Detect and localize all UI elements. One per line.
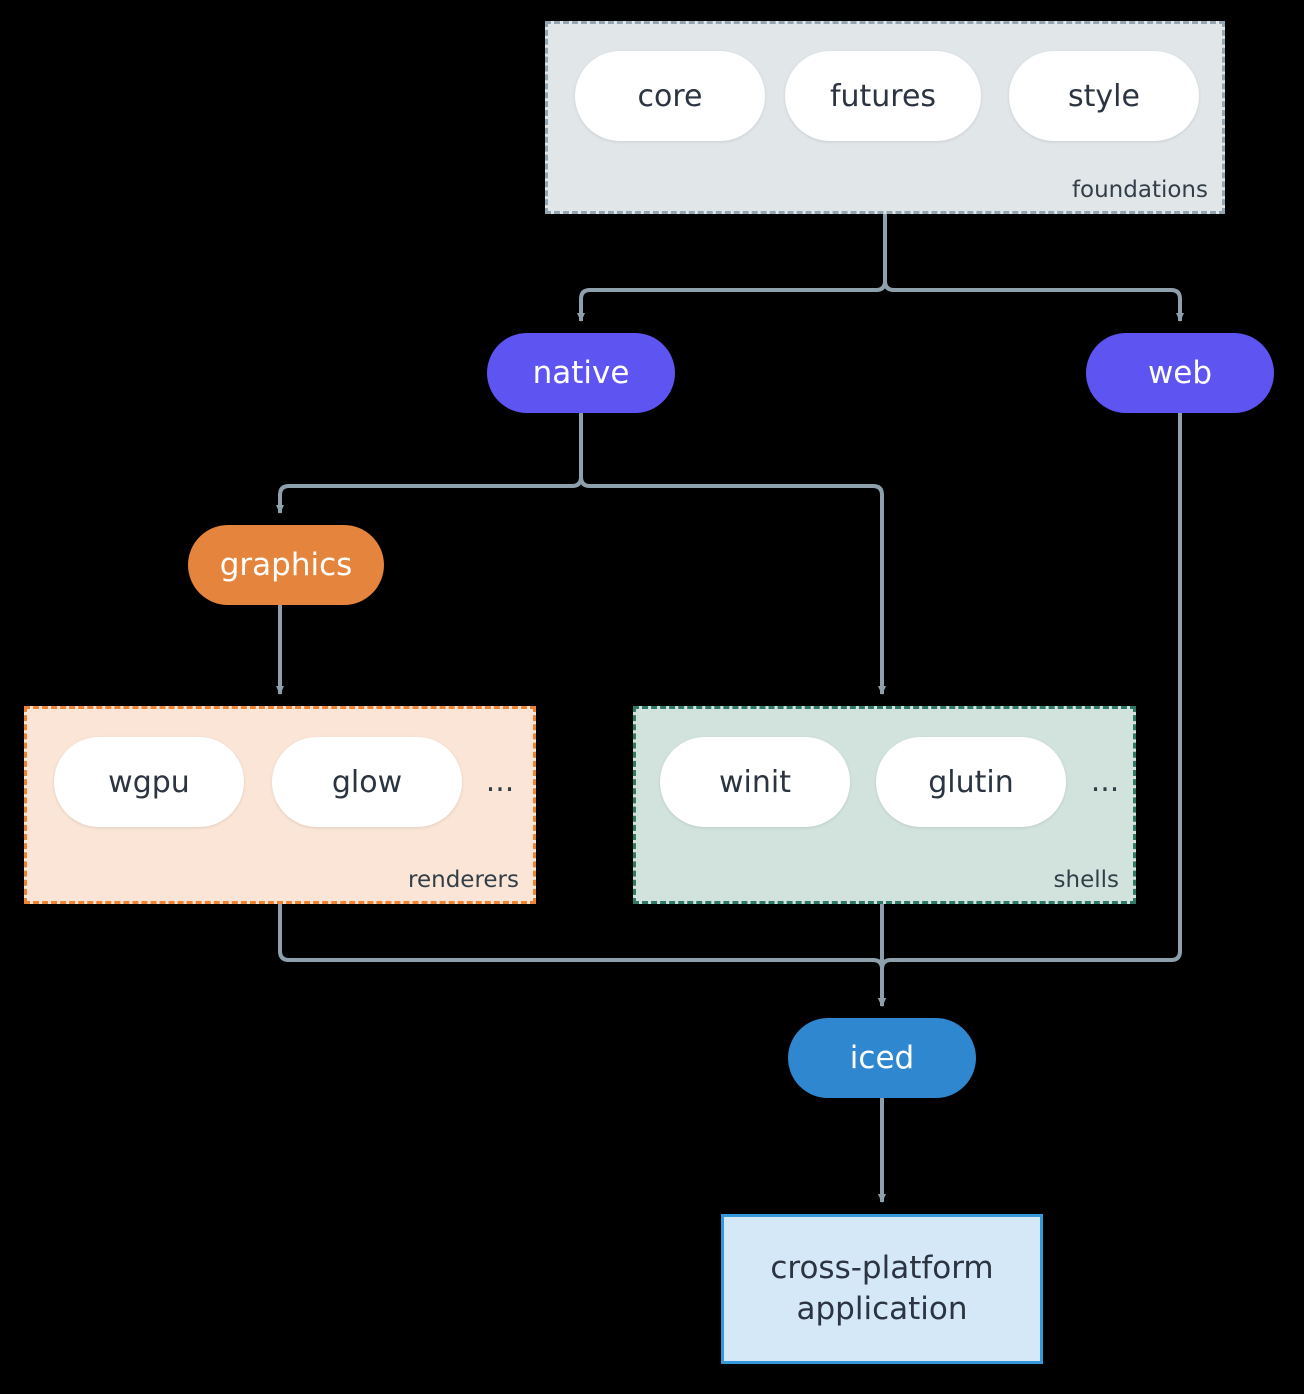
node-renderers-more: ... <box>477 765 523 799</box>
node-core[interactable]: core <box>575 51 765 141</box>
node-wgpu-label: wgpu <box>108 764 190 800</box>
node-application-line2: application <box>796 1291 968 1327</box>
node-style[interactable]: style <box>1009 51 1199 141</box>
node-native[interactable]: native <box>487 333 675 413</box>
cluster-foundations-label: foundations <box>1071 177 1208 203</box>
node-glow[interactable]: glow <box>272 737 462 827</box>
cluster-shells: winit glutin ... shells <box>633 706 1136 904</box>
cluster-renderers-label: renderers <box>408 867 519 893</box>
node-native-label: native <box>532 355 630 391</box>
node-glutin[interactable]: glutin <box>876 737 1066 827</box>
node-application-line1: cross-platform <box>770 1250 994 1287</box>
edge-native-shells <box>579 413 886 695</box>
node-graphics-label: graphics <box>219 547 353 583</box>
edge-foundations-native <box>577 214 887 322</box>
cluster-shells-label: shells <box>1053 867 1119 893</box>
edge-renderers-iced <box>278 904 886 1007</box>
node-web-label: web <box>1147 355 1213 391</box>
node-graphics[interactable]: graphics <box>188 525 384 605</box>
node-wgpu[interactable]: wgpu <box>54 737 244 827</box>
node-shells-more: ... <box>1082 765 1128 799</box>
node-cross-platform-application[interactable]: cross-platform application <box>721 1214 1043 1364</box>
node-glow-label: glow <box>331 764 403 800</box>
node-renderers-more-label: ... <box>485 764 515 799</box>
node-futures-label: futures <box>829 78 937 114</box>
node-futures[interactable]: futures <box>785 51 981 141</box>
edge-native-graphics <box>276 413 583 514</box>
cluster-renderers: wgpu glow ... renderers <box>24 706 536 904</box>
node-shells-more-label: ... <box>1090 764 1120 799</box>
node-iced[interactable]: iced <box>788 1018 976 1098</box>
node-web[interactable]: web <box>1086 333 1274 413</box>
node-glutin-label: glutin <box>928 764 1014 800</box>
node-winit-label: winit <box>719 764 791 800</box>
edge-web-iced <box>878 413 1182 1007</box>
node-style-label: style <box>1068 78 1140 114</box>
node-iced-label: iced <box>849 1040 915 1076</box>
edge-foundations-web <box>883 214 1184 322</box>
node-winit[interactable]: winit <box>660 737 850 827</box>
cluster-foundations: core futures style foundations <box>545 21 1225 214</box>
node-core-label: core <box>637 78 703 114</box>
